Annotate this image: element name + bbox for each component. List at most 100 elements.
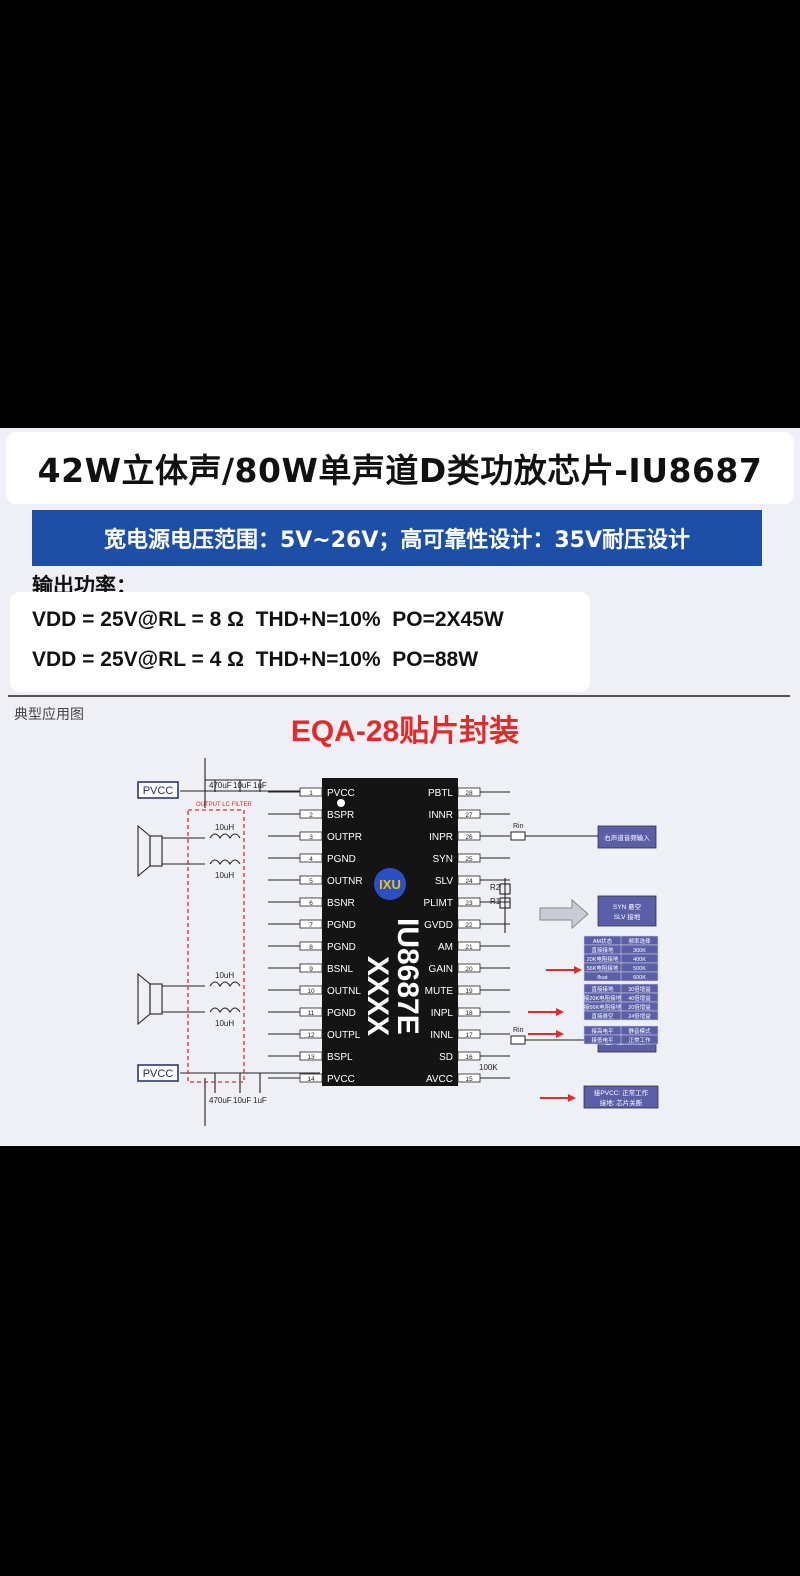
svg-text:GAIN: GAIN	[429, 964, 453, 975]
svg-text:Rin: Rin	[513, 1027, 524, 1034]
svg-text:7: 7	[309, 922, 313, 929]
svg-text:13: 13	[307, 1054, 315, 1061]
svg-text:右声道音频输入: 右声道音频输入	[604, 833, 650, 842]
svg-text:直接悬空: 直接悬空	[591, 1012, 614, 1020]
chip-pin-left-13: 13 BSPL	[268, 1051, 353, 1063]
chip-pin-right-25: 25 SYN	[432, 853, 510, 865]
mute-red-arrow-icon	[528, 1030, 564, 1038]
svg-text:PGND: PGND	[327, 942, 356, 953]
svg-text:频率选择: 频率选择	[628, 937, 651, 945]
svg-text:6: 6	[309, 900, 313, 907]
svg-text:GVDD: GVDD	[424, 920, 453, 931]
svg-text:接高电平: 接高电平	[591, 1027, 614, 1035]
svg-text:接低电平: 接低电平	[591, 1036, 614, 1044]
sd-red-arrow-icon	[540, 1094, 576, 1102]
svg-text:8: 8	[309, 944, 313, 951]
svg-text:SD: SD	[439, 1052, 453, 1063]
chip-pin-left-9: 9 BSNL	[268, 963, 354, 975]
svg-text:20倍增益: 20倍增益	[628, 1003, 651, 1011]
svg-text:10: 10	[307, 988, 315, 995]
svg-text:MUTE: MUTE	[425, 986, 454, 997]
svg-text:OUTNL: OUTNL	[327, 986, 361, 997]
inductor-label-1: 10uH	[215, 823, 234, 832]
lc-filter-box	[187, 809, 245, 1083]
chip-pin-left-3: 3 OUTPR	[268, 831, 362, 843]
svg-text:AM: AM	[438, 942, 453, 953]
cap-470uf-top: 470uF	[209, 781, 232, 790]
chip-logo-text: IXU	[379, 877, 401, 892]
svg-text:22: 22	[465, 922, 473, 929]
svg-text:接56K电阻接地: 接56K电阻接地	[584, 1003, 622, 1011]
svg-text:15: 15	[465, 1076, 473, 1083]
svg-text:SYN 悬空: SYN 悬空	[613, 902, 642, 911]
svg-text:INNR: INNR	[429, 810, 453, 821]
chip-pin-left-8: 8 PGND	[268, 941, 356, 953]
pvcc-top-label: PVCC	[143, 785, 174, 797]
svg-text:BSNL: BSNL	[327, 964, 354, 975]
svg-text:BSPR: BSPR	[327, 810, 354, 821]
svg-text:16: 16	[465, 1054, 473, 1061]
svg-text:SLV 接地: SLV 接地	[614, 912, 641, 921]
cap-1uf-bottom: 1uF	[253, 1096, 267, 1105]
svg-text:11: 11	[308, 1010, 315, 1017]
svg-text:OUTPR: OUTPR	[327, 832, 362, 843]
diagram-caption: 典型应用图	[14, 707, 84, 723]
inductor-label-3: 10uH	[215, 971, 234, 980]
svg-text:9: 9	[309, 966, 313, 973]
svg-text:24倍增益: 24倍增益	[628, 1012, 651, 1020]
svg-text:BSPL: BSPL	[327, 1052, 353, 1063]
svg-text:20K电阻接地: 20K电阻接地	[587, 955, 619, 963]
svg-text:300K: 300K	[633, 948, 646, 954]
svg-text:静音模式: 静音模式	[628, 1027, 651, 1035]
syn-arrow-icon	[539, 898, 589, 930]
svg-text:12: 12	[307, 1032, 315, 1039]
inductor-label-2: 10uH	[215, 871, 234, 880]
chip-pin-left-2: 2 BSPR	[268, 809, 354, 821]
chip-part-number: IU8687E	[391, 918, 424, 1035]
svg-text:21: 21	[465, 944, 473, 951]
cap-1uf-top: 1uF	[253, 781, 267, 790]
svg-text:40倍增益: 40倍增益	[628, 994, 651, 1002]
svg-text:PVCC: PVCC	[327, 1074, 355, 1085]
svg-text:20: 20	[465, 966, 473, 973]
svg-text:OUTPL: OUTPL	[327, 1030, 361, 1041]
svg-text:25: 25	[465, 856, 473, 863]
svg-text:14: 14	[307, 1076, 315, 1083]
svg-text:23: 23	[465, 900, 473, 907]
r2-label: R2	[490, 883, 501, 892]
svg-text:直接接地: 直接接地	[591, 985, 614, 993]
svg-text:SLV: SLV	[435, 876, 453, 887]
svg-text:2: 2	[309, 812, 313, 819]
svg-text:PGND: PGND	[327, 854, 356, 865]
svg-text:3: 3	[309, 834, 313, 841]
chip-pin-right-20: 20 GAIN	[429, 963, 510, 975]
mute-table: 接高电平静音模式接低电平正常工作	[583, 1025, 659, 1045]
res-100k-label: 100K	[479, 1063, 498, 1072]
svg-text:19: 19	[465, 988, 473, 995]
output-power-box: VDD = 25V@RL = 8 Ω THD+N=10% PO=2X45W VD…	[10, 592, 590, 692]
chip-logo	[374, 868, 406, 900]
chip-body	[322, 778, 458, 1086]
svg-text:26: 26	[465, 834, 473, 841]
svg-text:SYN: SYN	[432, 854, 453, 865]
svg-text:INPR: INPR	[429, 832, 453, 843]
pvcc-bottom-label: PVCC	[143, 1068, 174, 1080]
svg-text:Rin: Rin	[513, 823, 524, 830]
chip-code: XXXX	[361, 956, 394, 1036]
svg-text:PBTL: PBTL	[428, 788, 453, 799]
svg-text:28: 28	[465, 790, 473, 797]
pvcc-top-box	[137, 781, 179, 799]
cap-470uf-bottom: 470uF	[209, 1096, 232, 1105]
